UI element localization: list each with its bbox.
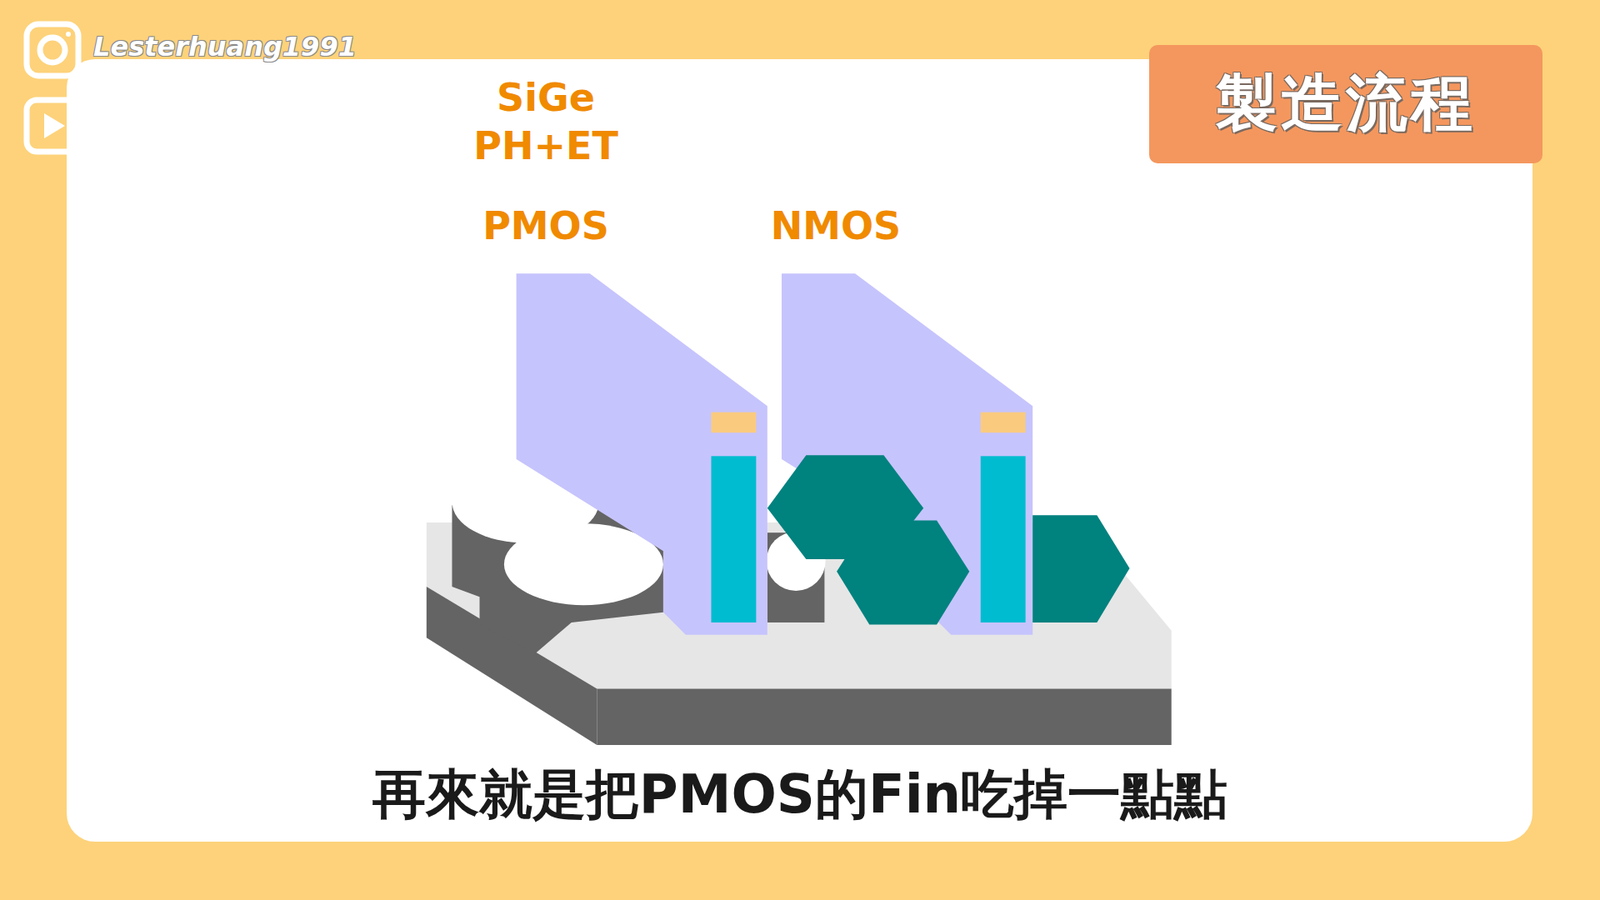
process-label: PH+ET [473, 123, 619, 169]
title-text: 製造流程 [1215, 62, 1476, 146]
material-label: SiGe [496, 75, 595, 120]
watermark: Lesterhuang1991 [93, 30, 357, 63]
subtitle: 再來就是把PMOS的Fin吃掉一點點 [372, 758, 1228, 831]
title-badge: 製造流程 [1149, 45, 1543, 164]
social-icons [26, 24, 79, 152]
device-label: PMOS [482, 203, 610, 249]
device-label: NMOS [770, 203, 902, 249]
